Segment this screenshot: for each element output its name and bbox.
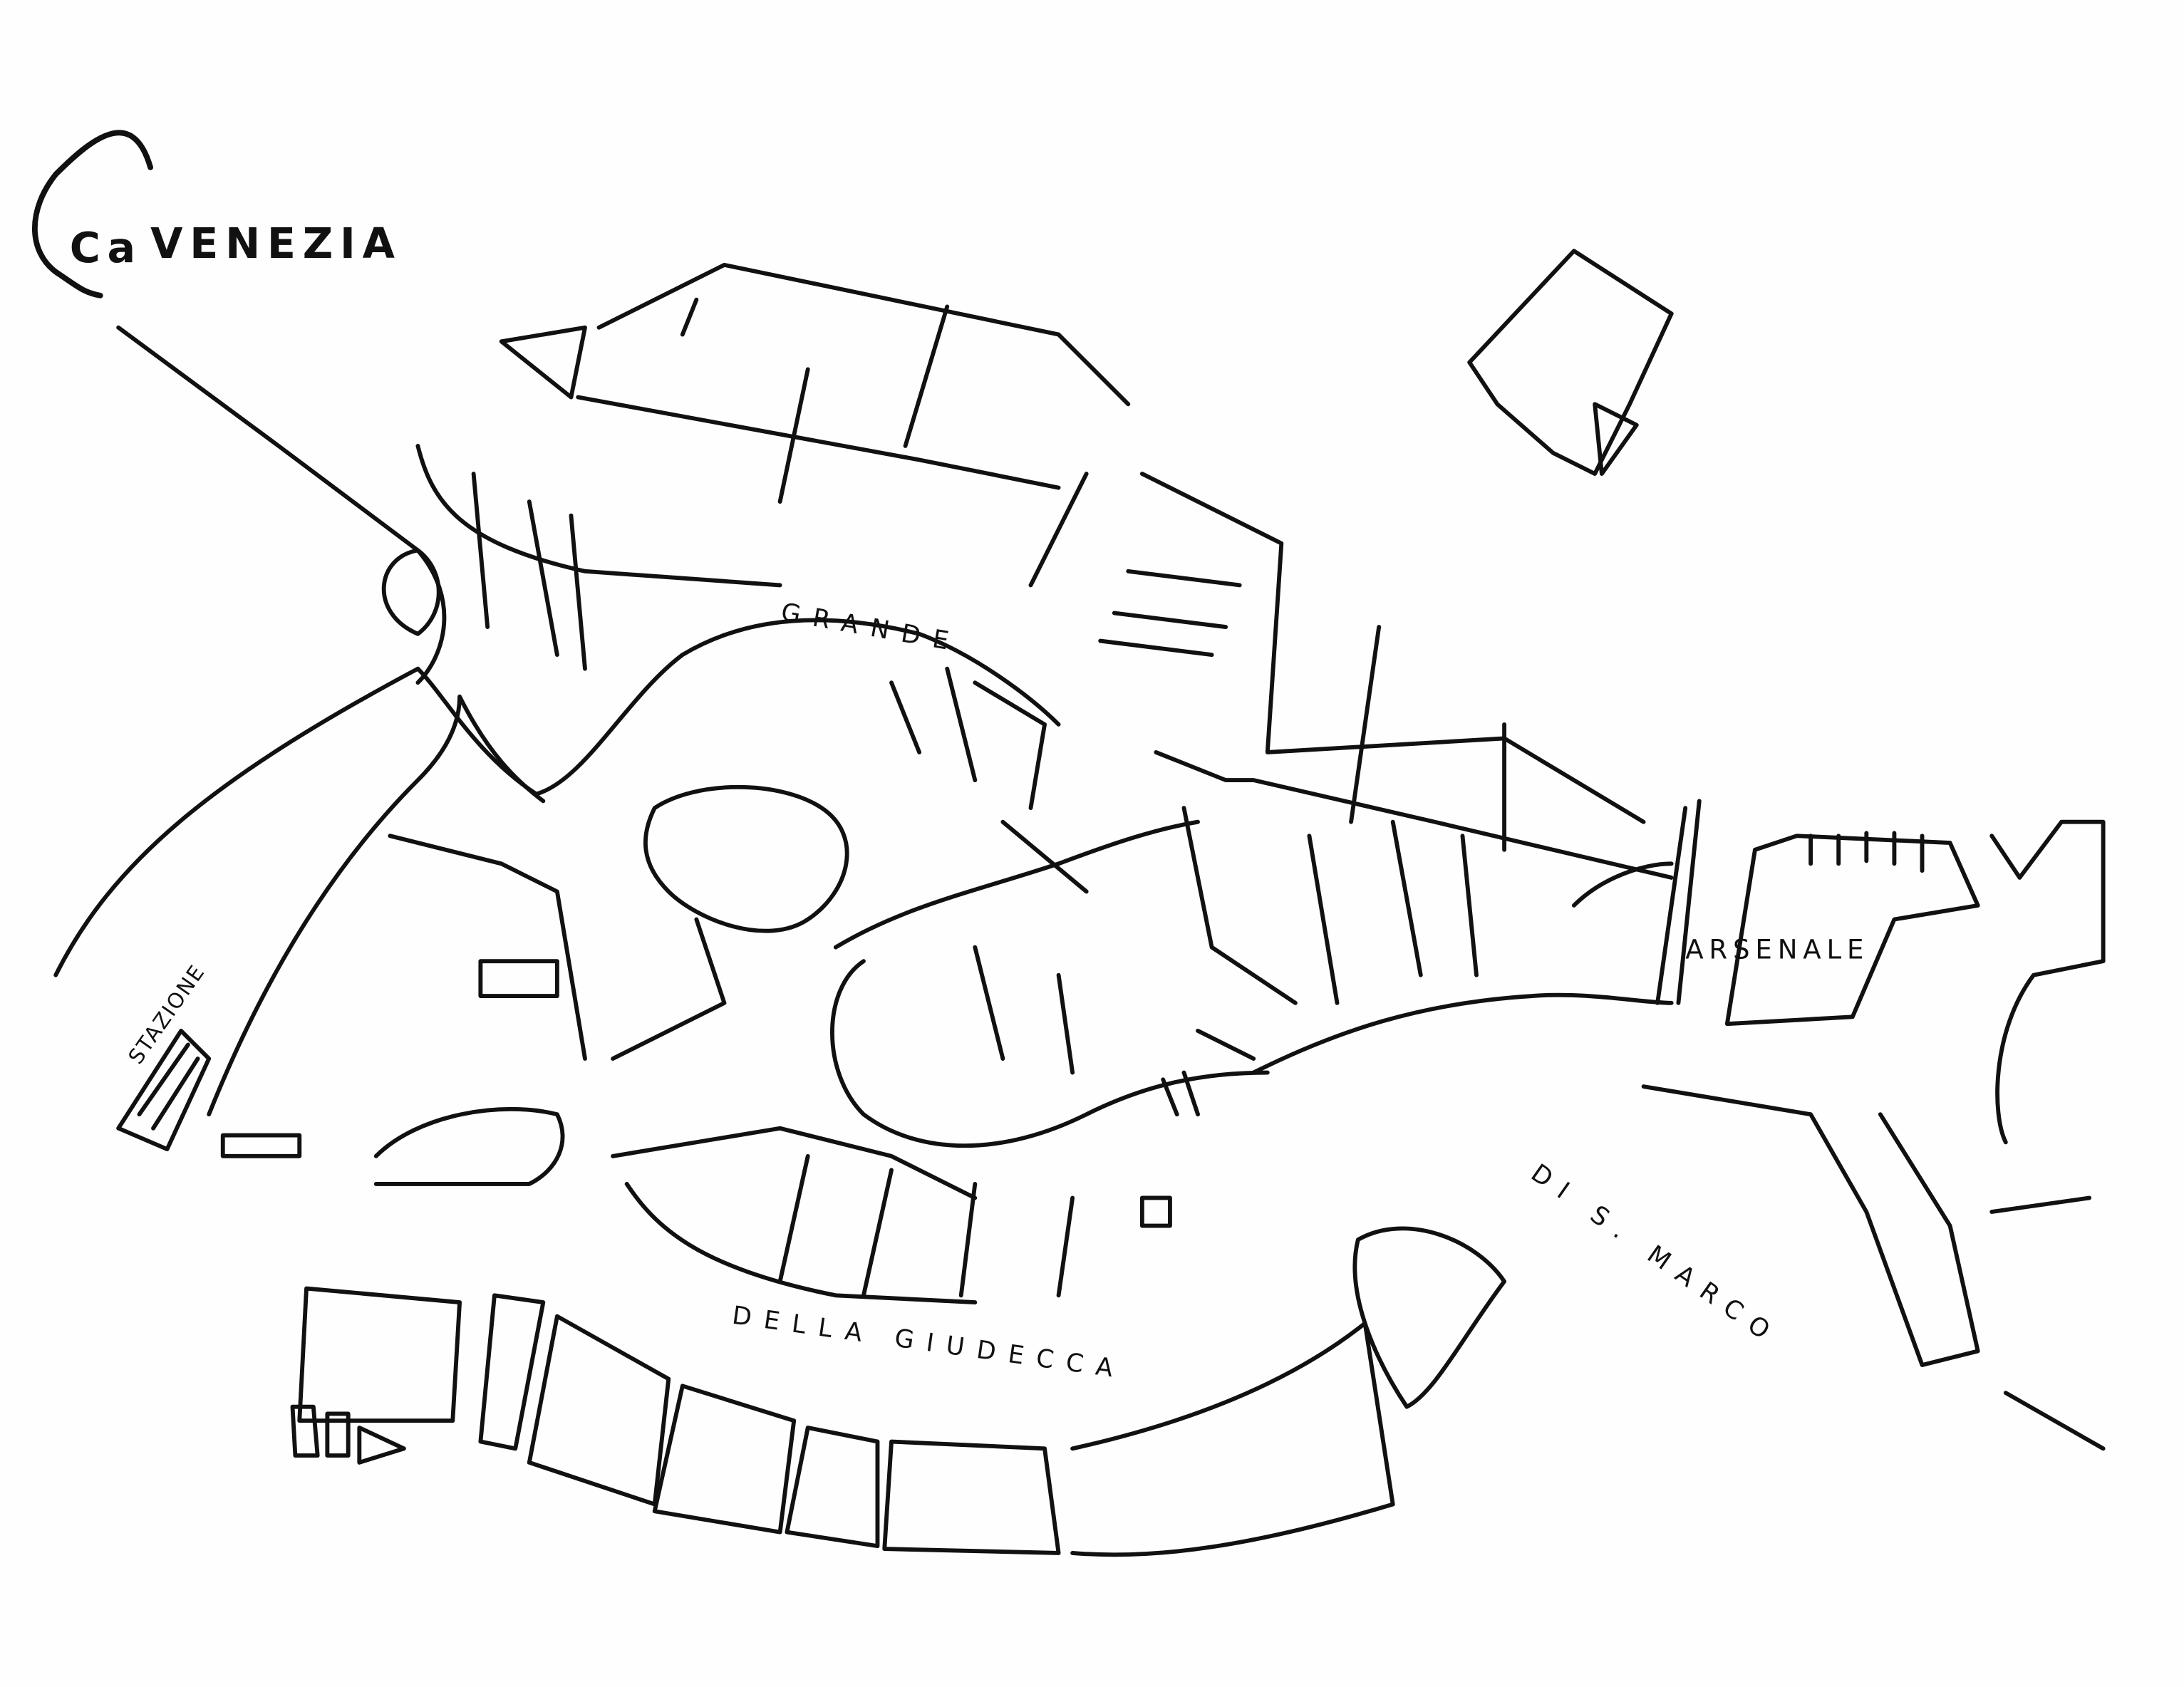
canal-grande [53, 548, 1674, 1148]
central-districts [388, 666, 1702, 1117]
railway-bridge [116, 325, 447, 685]
giudecca-island [290, 1286, 1395, 1557]
label-canal-grande: GRANDE [779, 598, 963, 658]
label-arsenale: ARSENALE [1685, 934, 1869, 965]
san-giorgio-island [1352, 1226, 1507, 1409]
logo-ca-text: Ca [70, 224, 143, 272]
label-della-giudecca: DELLA GIUDECCA [730, 1301, 1127, 1385]
label-di-san-marco: DI S. MARCO [1526, 1158, 1785, 1352]
station-building [116, 1028, 212, 1151]
northern-districts [415, 262, 1646, 852]
logo-ca: Ca [31, 130, 154, 299]
southern-districts [220, 1106, 1172, 1305]
arsenale-area [1641, 819, 2106, 1451]
map-title: VENEZIA [150, 219, 402, 268]
cemetery-island [1467, 249, 1674, 476]
